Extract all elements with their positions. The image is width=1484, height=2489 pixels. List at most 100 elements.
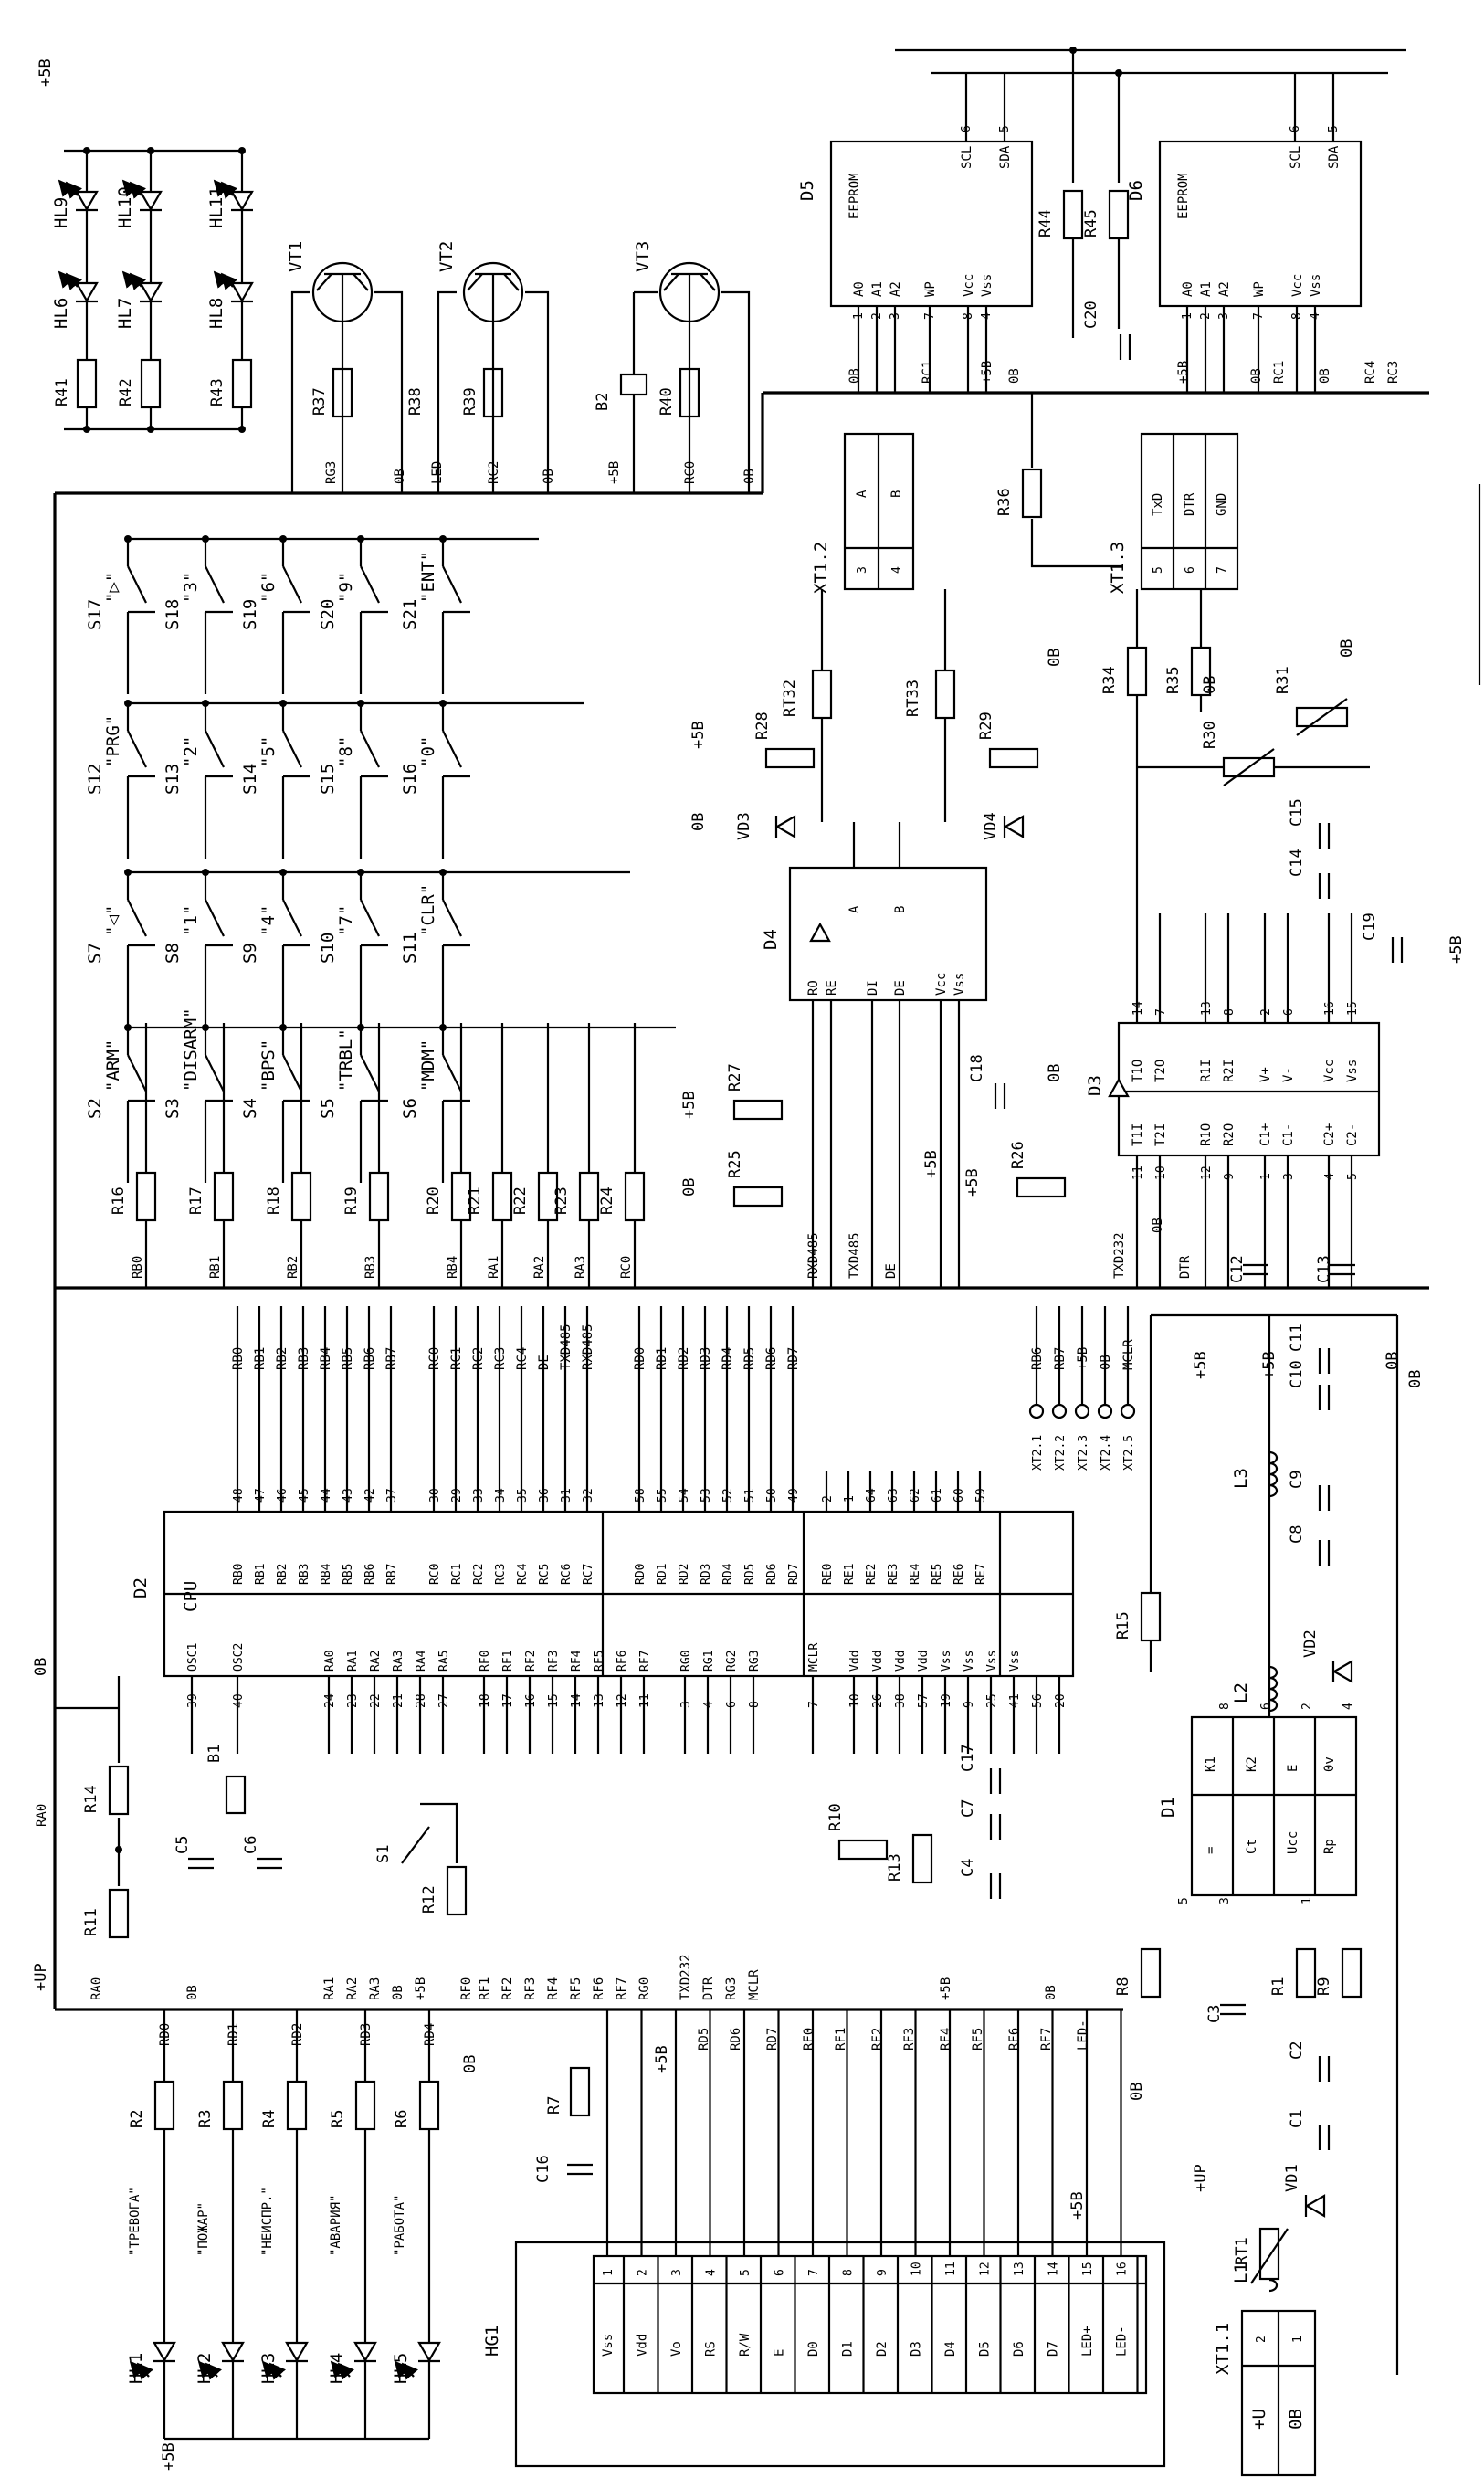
switch-label: S21: [400, 599, 420, 630]
led-label: HL4: [327, 2353, 347, 2384]
pin-name: RB0: [232, 1564, 246, 1585]
diode-body: [139, 190, 163, 212]
lcd-signal: RF7: [1039, 2028, 1054, 2051]
resistor-body: [290, 1171, 312, 1222]
led-arrow: [129, 181, 146, 199]
keypad-signal: RC0: [619, 1256, 634, 1279]
led-arrow: [213, 270, 230, 289]
resistor-body: [578, 1171, 600, 1222]
pin-number: 34: [494, 1488, 508, 1503]
rs485-signal: DE: [884, 1263, 899, 1279]
pin-number: 1: [843, 1495, 857, 1503]
lcd-signal: RF0: [802, 2028, 816, 2051]
zero-v-label: 0В: [1338, 639, 1356, 658]
wire: [127, 730, 147, 768]
switch-label: S9: [240, 943, 260, 964]
key-caption: "DISARM": [181, 1007, 201, 1092]
bus-signal-label: RC1: [921, 361, 935, 384]
pin-number: 23: [346, 1693, 360, 1708]
lcd-signal: RF5: [971, 2028, 985, 2051]
zero-v-label: 0В: [1046, 1064, 1064, 1082]
resistor-label: R39: [461, 387, 479, 416]
resistor-label: R22: [511, 1186, 530, 1215]
wire: [205, 1054, 225, 1092]
crystal-label: B1: [205, 1745, 224, 1763]
pin-number: 32: [582, 1488, 595, 1503]
resistor-body: [732, 1099, 784, 1121]
pin-name: T2I: [1153, 1123, 1168, 1146]
cpu-signal: RF7: [615, 1977, 629, 2000]
pin-number: 47: [254, 1488, 268, 1503]
wire: [442, 899, 462, 937]
chip-name: CPU: [181, 1581, 201, 1612]
switch-label: S3: [163, 1098, 183, 1119]
pin-name: LED+: [1080, 2326, 1095, 2357]
pin-number: 6: [725, 1701, 739, 1708]
rs485-signal: RXD485: [806, 1232, 821, 1279]
chip-name: EEPROM: [847, 173, 862, 219]
pin-number: 1: [1259, 1173, 1273, 1180]
led-arrow: [205, 2362, 222, 2380]
pin-number: 41: [1008, 1693, 1022, 1708]
connector-ref: XT1.2: [811, 542, 831, 594]
pin-name: Vcc: [934, 973, 949, 996]
junction-dot: [124, 700, 132, 707]
cap-label: C5: [174, 1836, 192, 1854]
plus5v-label: +5В: [1447, 935, 1466, 964]
resistor-label: R1: [1269, 1977, 1288, 1996]
pin-name: R2I: [1222, 1060, 1237, 1082]
pin-name: Vss: [952, 973, 967, 996]
pin-name: A: [847, 905, 862, 913]
junction-dot: [279, 700, 287, 707]
crystal-body: [225, 1775, 247, 1815]
pin-number: 56: [1031, 1693, 1045, 1708]
pin-number: 1: [602, 2269, 616, 2276]
keypad-signal: RA3: [574, 1256, 588, 1279]
cpu-signal: RA2: [345, 1977, 360, 2000]
pin-name: RE1: [843, 1564, 857, 1585]
cap-label: C7: [959, 1799, 977, 1818]
wire: [1223, 748, 1275, 786]
pin-number: 9: [1223, 1173, 1237, 1180]
led-arrow: [337, 2362, 354, 2380]
pin-number: 14: [1131, 1001, 1145, 1016]
cpu-signal: RC1: [449, 1347, 464, 1370]
buzzer-label: B2: [594, 393, 612, 411]
wire: [127, 899, 147, 937]
cap-label: C10: [1288, 1360, 1306, 1388]
switch-label: S18: [163, 599, 183, 630]
pin-name: Vss: [985, 1651, 999, 1672]
key-caption: "6": [258, 572, 279, 603]
test-point: [1120, 1403, 1136, 1419]
cpu-signal: 0В: [1044, 1985, 1058, 2000]
pin-number: 5: [1177, 1897, 1191, 1904]
pin-number: 6: [1259, 1703, 1273, 1710]
wire: [360, 730, 380, 768]
cpu-signal: RC4: [515, 1347, 530, 1370]
cpu-signal: RF1: [478, 1977, 492, 2000]
resistor-label: R15: [1114, 1611, 1132, 1640]
resistor-body: [1062, 189, 1084, 240]
junction-dot: [279, 869, 287, 876]
led-label: HL6: [51, 298, 71, 329]
resistor-label: R45: [1082, 209, 1100, 237]
cpu-signal: +5В: [939, 1977, 953, 2000]
test-point-label: XT2.2: [1054, 1435, 1068, 1471]
pin-name: A1: [870, 281, 885, 297]
transistor-label: VT1: [286, 241, 306, 272]
pin-name: Vdd: [636, 2334, 650, 2357]
plus5v-label: +5В: [1260, 1351, 1279, 1379]
rs232-signal: 0В: [1151, 1218, 1165, 1233]
junction-dot: [202, 869, 209, 876]
led-arrow: [121, 270, 139, 289]
pin-number: 10: [1154, 1165, 1168, 1180]
led-label: HL10: [115, 186, 135, 228]
key-caption: "7": [336, 905, 356, 936]
wire: [1250, 2228, 1289, 2284]
key-caption: "BPS": [258, 1039, 279, 1092]
led-caption: "НЕИСПР.": [260, 2187, 275, 2256]
resistor-body: [286, 2080, 308, 2131]
resistor-label: R27: [726, 1063, 744, 1092]
connector-col: B: [889, 490, 904, 498]
cpu-signal: 0В: [391, 1985, 405, 2000]
